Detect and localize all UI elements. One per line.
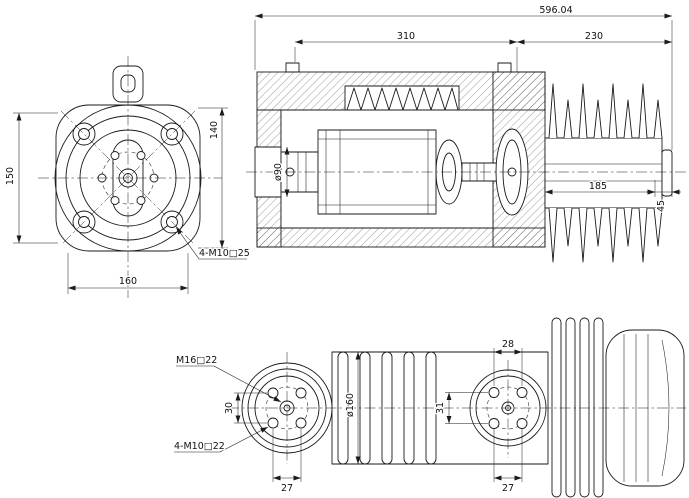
dim-insulator-length: 230 <box>585 31 603 42</box>
side-view: M16□22 30 4-M10□22 27 ø160 28 31 <box>173 317 686 498</box>
dim-housing-length: 310 <box>397 31 415 42</box>
front-view: 150 140 160 4-M10□25 <box>4 56 251 298</box>
insulator-section <box>544 83 673 263</box>
label-flange-holes: 4-M10□22 <box>174 441 225 452</box>
dim-flange-width: 160 <box>119 276 137 287</box>
dim-flange-height-right: 140 <box>209 121 220 139</box>
dim-flange-height: 150 <box>5 167 16 185</box>
dim-conductor-length: 185 <box>589 181 607 192</box>
insulator-end-cap <box>661 149 673 197</box>
side-dimensions: M16□22 30 4-M10□22 27 ø160 28 31 <box>173 338 523 495</box>
dim-left-hole-spacing-v: 30 <box>224 402 235 414</box>
body-ribs <box>337 351 437 465</box>
dim-left-hole-spacing-h: 27 <box>281 483 293 494</box>
dim-right-hole-spacing-v: 31 <box>435 402 446 414</box>
top-bolt-right <box>497 62 512 73</box>
section-dimensions: 596.04 310 230 ø90 185 45 <box>254 4 681 213</box>
label-center-thread: M16□22 <box>176 355 217 366</box>
dim-right-hole-spacing-top: 28 <box>502 339 514 350</box>
dim-bore-diameter: ø90 <box>273 163 284 181</box>
label-corner-holes: 4-M10□25 <box>199 248 250 259</box>
insulator-fins-bottom <box>548 207 663 263</box>
top-bolt-left <box>285 62 300 73</box>
dim-right-hole-spacing-bottom: 27 <box>502 483 514 494</box>
section-view: 596.04 310 230 ø90 185 45 <box>246 4 686 263</box>
insulator-sheds-side <box>551 317 685 498</box>
insulator-fins-top <box>548 83 663 139</box>
housing-section <box>256 62 546 248</box>
dim-body-diameter: ø160 <box>345 393 356 417</box>
dim-end-length: 45 <box>656 200 667 212</box>
front-dimensions: 150 140 160 4-M10□25 <box>4 107 251 294</box>
insulator-core <box>544 137 663 209</box>
dim-overall-length: 596.04 <box>539 5 572 16</box>
